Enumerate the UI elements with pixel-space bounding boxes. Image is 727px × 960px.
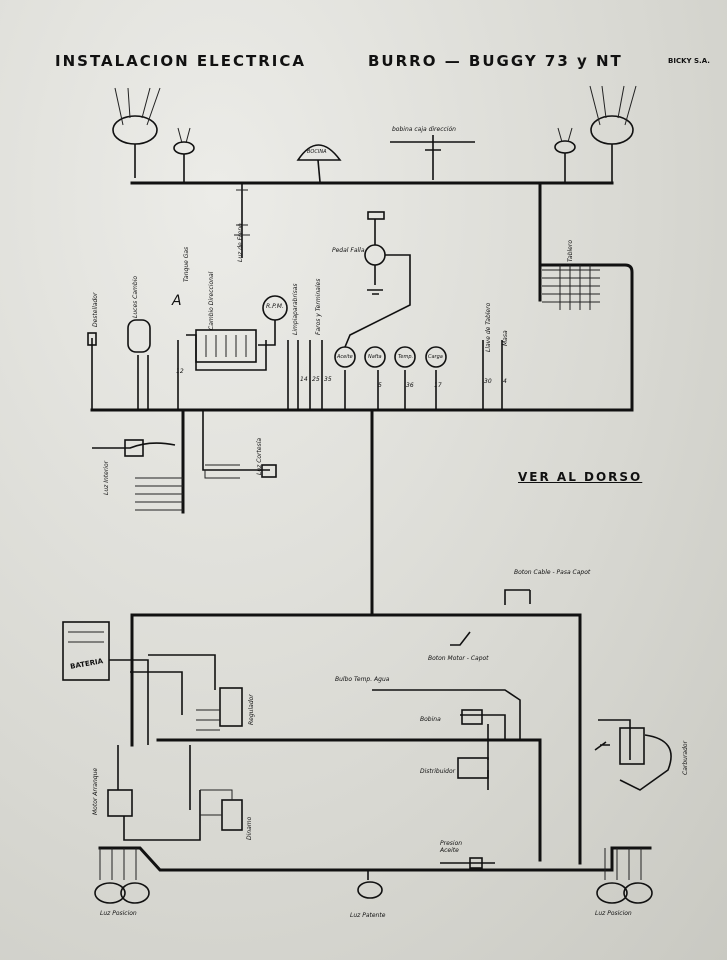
label-tanque-gas: Tanque Gas xyxy=(183,246,190,282)
label-luz-interior: Luz Interior xyxy=(103,460,110,495)
diagram-title-left: INSTALACION ELECTRICA xyxy=(55,52,306,70)
label-bocina: BOCINA xyxy=(307,149,327,155)
gauges-row xyxy=(334,346,447,368)
label-rpm: R.P.M. xyxy=(266,303,284,310)
connector-block-right xyxy=(538,263,634,412)
wire-num-4: 4 xyxy=(503,378,507,385)
label-llave-tablero: Llave de Tablero xyxy=(485,302,492,352)
wire-num-12: 12 xyxy=(176,368,184,375)
license-plate-light xyxy=(357,870,383,899)
flasher-unit xyxy=(87,332,97,346)
label-dinamo: Dinamo xyxy=(246,816,253,840)
diagram-title-right: BURRO — BUGGY 73 y NT xyxy=(368,52,623,70)
horn xyxy=(296,144,342,183)
turn-signal-right xyxy=(554,127,576,183)
steering-column-coil xyxy=(390,135,475,180)
headlight-left xyxy=(112,87,161,178)
label-luces-cambio: Luces Cambio xyxy=(132,275,139,318)
label-luz-freno: Luz de Freno xyxy=(237,223,244,262)
label-regulador: Regulador xyxy=(248,694,255,725)
ver-al-dorso-note: VER AL DORSO xyxy=(518,470,643,484)
maker-name: BICKY S.A. xyxy=(668,57,710,65)
gauge-label-aceite: Aceite xyxy=(337,354,353,360)
label-luz-cortesia: Luz Cortesía xyxy=(256,437,263,475)
label-boton-motor: Boton Motor - Capot xyxy=(428,655,489,662)
wire-num-5: 5 xyxy=(378,382,382,389)
rpm-gauge xyxy=(258,295,288,346)
label-motor-arranque: Motor Arranque xyxy=(92,767,99,815)
rear-light-left xyxy=(94,848,150,904)
label-carburador: Carburador xyxy=(682,740,689,775)
wire-num-30: 30 xyxy=(484,378,492,385)
label-luz-posicion-left: Luz Posicion xyxy=(100,910,137,917)
label-boton-capot: Boton Cable - Pasa Capot xyxy=(514,569,591,576)
gauge-label-temp: Temp. xyxy=(398,354,414,360)
label-destellador: Destellador xyxy=(92,292,99,327)
label-bulbo-temp: Bulbo Temp. Agua xyxy=(335,676,390,683)
headlight-right xyxy=(589,85,637,182)
gauge-label-carga: Carga xyxy=(428,354,443,360)
starter-motor xyxy=(107,745,201,841)
label-bobina: Bobina xyxy=(420,716,441,723)
label-limpiaparabrisas: Limpiaparabrisas xyxy=(292,283,299,335)
label-luz-patente: Luz Patente xyxy=(350,912,386,919)
wire-num-25: 25 xyxy=(312,376,320,383)
dynamo xyxy=(200,789,243,831)
rear-light-right xyxy=(596,848,653,904)
label-distribuidor: Distribuidor xyxy=(420,768,456,775)
label-masa: Masa xyxy=(502,330,509,346)
label-cambio-direccional: Cambio Direccional xyxy=(208,271,215,330)
wire-num-35: 35 xyxy=(324,376,332,383)
fuel-tank-sender xyxy=(344,211,411,348)
wire-num-14: 14 xyxy=(300,376,308,383)
label-presion-aceite: Presion Aceite xyxy=(440,840,463,854)
wire-num-36: 36 xyxy=(406,382,414,389)
dashboard-switch-block xyxy=(186,329,267,371)
interior-lamp xyxy=(127,319,151,353)
label-faros-terminales: Faros y Terminales xyxy=(315,278,322,335)
turn-signal-left xyxy=(173,127,195,182)
label-luz-posicion-right: Luz Posicion xyxy=(595,910,632,917)
carburetor xyxy=(594,719,672,791)
battery xyxy=(62,621,110,681)
gauge-label-nafta: Nafta xyxy=(368,354,382,360)
label-bobina-direccion: bobina caja dirección xyxy=(392,126,456,133)
regulator xyxy=(196,687,243,731)
wire-num-17: 17 xyxy=(434,382,442,389)
label-tablero: Tablero xyxy=(567,239,574,262)
label-pedal-falla: Pedal Falla xyxy=(332,247,365,254)
